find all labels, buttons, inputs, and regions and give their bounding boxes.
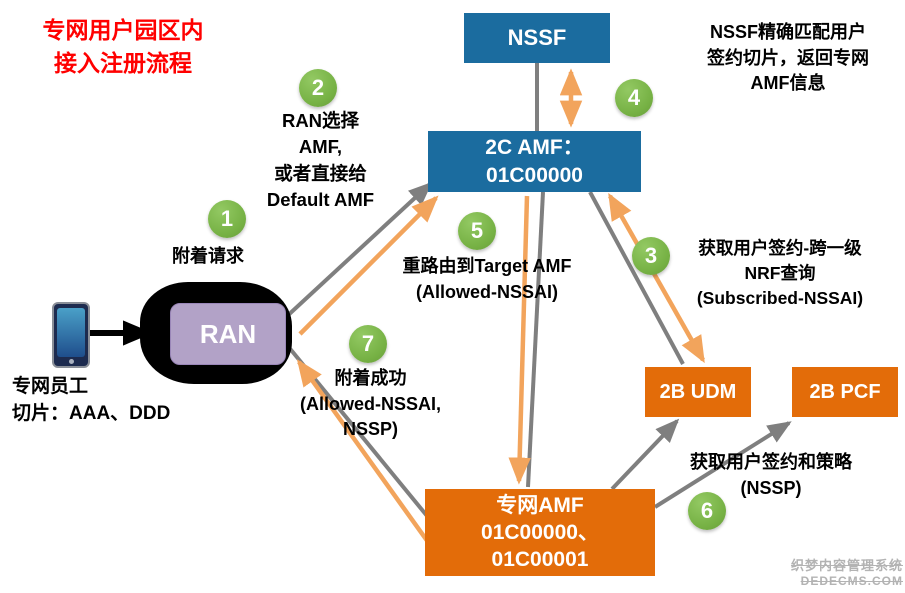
node-ran-label: RAN [199, 318, 257, 349]
step7-note: 附着成功 (Allowed-NSSAI, NSSP) [278, 366, 463, 443]
step-badge-4: 4 [615, 79, 653, 117]
title-line: 接入注册流程 [54, 50, 192, 77]
node-private-amf-line: 01C00000、 [481, 520, 599, 544]
page-title: 专网用户园区内 接入注册流程 [14, 14, 232, 81]
watermark: 织梦内容管理系统 DEDECMS.COM [791, 558, 903, 589]
node-nssf-label: NSSF [507, 25, 567, 50]
step1-note: 附着请求 [148, 244, 268, 270]
step2-note-line: AMF, [298, 136, 343, 158]
step5-note-line: 重路由到Target AMF [402, 256, 572, 276]
smartphone-screen [57, 308, 85, 357]
line-ran-amf2c [283, 181, 433, 320]
step6-note-line: (NSSP) [740, 477, 802, 498]
node-2b-udm: 2B UDM [645, 367, 751, 417]
step-badge-6: 6 [688, 492, 726, 530]
smartphone-home-button [68, 359, 74, 364]
step-badge-7: 7 [349, 325, 387, 363]
node-private-amf-line: 01C00001 [491, 548, 589, 572]
watermark-line: DEDECMS.COM [800, 574, 903, 588]
node-nssf: NSSF [464, 13, 610, 63]
step2-note: RAN选择 AMF, 或者直接给 Default AMF [228, 108, 413, 213]
line-amfprivate-pcf [653, 421, 792, 509]
nssf-match-note-line: AMF信息 [750, 73, 826, 94]
watermark-line: 织梦内容管理系统 [790, 557, 903, 573]
step3-note-line: 获取用户签约-跨一级 [698, 238, 862, 258]
node-ran: RAN [170, 303, 286, 365]
step7-note-line: 附着成功 [334, 368, 407, 388]
step-badge-1: 1 [208, 200, 246, 238]
node-private-amf-line: 专网AMF [496, 493, 584, 517]
node-private-amf: 专网AMF 01C00000、 01C00001 [425, 489, 655, 576]
step7-note-line: (Allowed-NSSAI, [299, 393, 441, 414]
step6-note: 获取用户签约和策略 (NSSP) [640, 450, 902, 501]
arrow-attach-request [298, 195, 439, 336]
arrow-attach-success [296, 359, 430, 544]
nssf-match-note: NSSF精确匹配用户 签约切片，返回专网 AMF信息 [672, 20, 904, 97]
step7-note-line: NSSP) [342, 419, 398, 440]
node-2b-udm-label: 2B UDM [659, 380, 737, 403]
nssf-match-note-line: 签约切片，返回专网 [707, 47, 869, 68]
node-2b-pcf: 2B PCF [792, 367, 898, 417]
line-amfprivate-udm [610, 418, 680, 491]
step-badge-3: 3 [632, 237, 670, 275]
node-2c-amf: 2C AMF： 01C00000 [428, 131, 641, 192]
step3-note-line: (Subscribed-NSSAI) [696, 287, 864, 308]
device-note-line: 切片：AAA、DDD [12, 402, 171, 424]
device-note: 专网员工 切片：AAA、DDD [12, 374, 227, 428]
step2-note-line: RAN选择 [281, 110, 360, 131]
step5-note: 重路由到Target AMF (Allowed-NSSAI) [372, 254, 602, 305]
node-2b-pcf-label: 2B PCF [809, 380, 881, 403]
step3-note: 获取用户签约-跨一级 NRF查询 (Subscribed-NSSAI) [656, 236, 904, 311]
step2-note-line: 或者直接给 [274, 162, 367, 184]
title-line: 专网用户园区内 [42, 17, 204, 43]
node-2c-amf-line: 2C AMF： [485, 136, 584, 160]
step-badge-5: 5 [458, 212, 496, 250]
step3-note-line: NRF查询 [744, 262, 816, 283]
nssf-match-note-line: NSSF精确匹配用户 [709, 22, 866, 42]
device-note-line: 专网员工 [12, 376, 89, 397]
step5-note-line: (Allowed-NSSAI) [416, 281, 558, 302]
arrow-udm-subscription [608, 192, 705, 364]
line-amf2c-amfprivate [526, 191, 545, 488]
arrow-reroute-target-amf [508, 195, 531, 485]
step1-note-line: 附着请求 [172, 246, 244, 266]
step2-note-line: Default AMF [266, 188, 375, 210]
node-2c-amf-line: 01C00000 [486, 163, 583, 187]
step-badge-2: 2 [299, 69, 337, 107]
step6-note-line: 获取用户签约和策略 [690, 452, 852, 472]
smartphone-icon [52, 302, 90, 368]
